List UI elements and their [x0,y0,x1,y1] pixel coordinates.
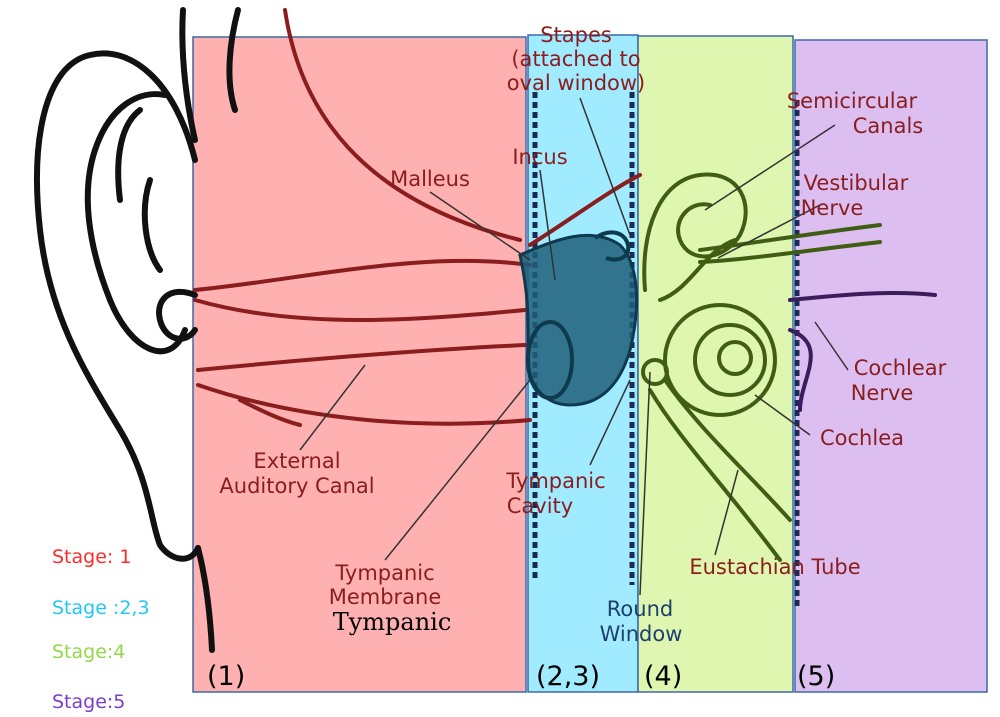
label-stapes-attached: (attached to [511,47,640,71]
stage-number-5: (5) [797,661,835,692]
label-cochlear-nerve: Nerve [851,381,914,405]
legend-stage-2-3: Stage :2,3 [52,597,150,619]
svg-text:Semicircular: Semicircular [787,89,918,113]
svg-text:(1): (1) [207,661,245,692]
label-vestibular: Vestibular [804,171,909,195]
pinna-outline [34,7,241,653]
label-round: Round [607,597,673,621]
svg-text:Tympanic: Tympanic [333,608,452,636]
label-tympanic-cavity-1: Tympanic [505,469,605,493]
label-eustachian-tube: Eustachian Tube [689,555,860,579]
svg-text:Malleus: Malleus [390,167,470,191]
label-stapes-oval-window: oval window) [507,71,646,95]
label-auditory-canal: Auditory Canal [219,474,374,498]
svg-text:Vestibular: Vestibular [804,171,909,195]
svg-text:Window: Window [600,622,683,646]
label-external: External [253,449,340,473]
leader-lines [299,97,849,596]
svg-text:Tympanic: Tympanic [505,469,605,493]
svg-text:Incus: Incus [512,145,567,169]
legend-stage-1: Stage: 1 [52,546,131,568]
svg-text:Membrane: Membrane [329,585,442,609]
svg-text:Cochlear: Cochlear [854,356,947,380]
label-tympanic-membrane-1: Tympanic [334,561,434,585]
label-round-window: Window [600,622,683,646]
label-tympanic-membrane-2: Membrane [329,585,442,609]
cochlear-nerve-lines [788,290,937,412]
label-vestibular-nerve: Nerve [801,196,864,220]
svg-text:Stapes: Stapes [540,23,612,47]
svg-text:Stage: 1: Stage: 1 [52,546,131,568]
label-semicircular: Semicircular [787,89,918,113]
anatomy-lines [193,8,642,427]
svg-text:Stage :2,3: Stage :2,3 [52,597,150,619]
svg-text:External: External [253,449,340,473]
svg-text:(2,3): (2,3) [536,661,600,692]
label-tympanic-overlay: Tympanic [333,608,452,636]
svg-text:Nerve: Nerve [801,196,864,220]
svg-text:(4): (4) [644,661,682,692]
label-tympanic-cavity-2: Cavity [507,494,573,518]
ossicles [518,230,638,407]
svg-text:Nerve: Nerve [851,381,914,405]
stage-number-1: (1) [207,661,245,692]
label-incus: Incus [512,145,567,169]
svg-text:Eustachian Tube: Eustachian Tube [689,555,860,579]
label-cochlear: Cochlear [854,356,947,380]
inner-ear-structures [641,172,882,562]
svg-text:(5): (5) [797,661,835,692]
label-cochlea: Cochlea [820,426,904,450]
svg-text:Cavity: Cavity [507,494,573,518]
svg-text:Stage:4: Stage:4 [52,641,125,663]
svg-text:Canals: Canals [853,114,924,138]
svg-text:Tympanic: Tympanic [334,561,434,585]
label-semicircular-canals: Canals [853,114,924,138]
svg-text:Cochlea: Cochlea [820,426,904,450]
svg-text:(attached to: (attached to [511,47,640,71]
svg-text:Stage:5: Stage:5 [52,691,125,713]
svg-text:oval window): oval window) [507,71,646,95]
stage-number-4: (4) [644,661,682,692]
svg-text:Round: Round [607,597,673,621]
label-stapes: Stapes [540,23,612,47]
legend-stage-5: Stage:5 [52,691,125,713]
svg-text:Auditory Canal: Auditory Canal [219,474,374,498]
label-malleus: Malleus [390,167,470,191]
stage-number-2-3: (2,3) [536,661,600,692]
legend-stage-4: Stage:4 [52,641,125,663]
stage-region-5 [794,39,988,693]
